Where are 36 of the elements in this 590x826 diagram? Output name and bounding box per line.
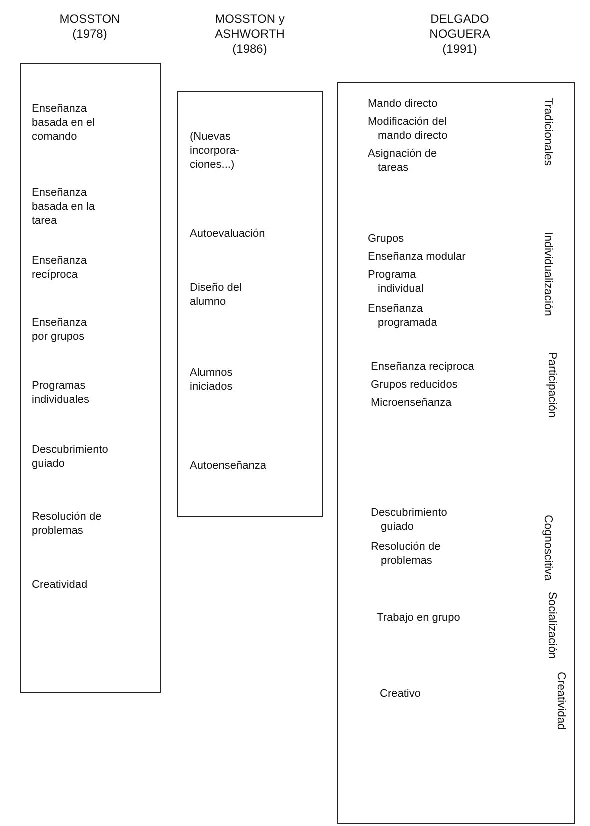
list-item: Descubrimiento guiado [32,443,110,471]
list-item: Programas individuales [32,379,90,407]
list-item: Alumnos iniciados [190,366,234,394]
column-heading: MOSSTON y ASHWORTH (1986) [214,12,286,57]
list-item: Creatividad [32,578,89,592]
list-item: Diseño del alumno [190,281,243,309]
list-item: Resolución de problemas [371,540,442,568]
list-item: Creativo [380,687,422,701]
category-label: Individualización [541,232,555,316]
list-item: (Nuevas incorpora- ciones...) [190,130,241,172]
column-heading: MOSSTON (1978) [58,12,122,42]
category-label: Creatividad [554,672,568,730]
column-heading: DELGADO NOGUERA (1991) [428,12,492,57]
list-item: Autoenseñanza [190,459,268,473]
list-item: Trabajo en grupo [377,611,462,625]
category-label: Socialización [545,592,559,660]
list-item: Enseñanza programada [368,302,438,330]
list-item: Enseñanza por grupos [32,316,88,344]
list-item: Resolución de problemas [32,510,103,538]
list-item: Grupos reducidos [371,378,459,392]
list-item: Enseñanza basada en la tarea [32,186,96,228]
list-item: Asignación de tareas [368,147,438,175]
list-item: Enseñanza basada en el comando [32,102,96,144]
list-item: Enseñanza recíproca [32,254,88,282]
list-item: Autoevaluación [190,227,266,241]
list-item: Grupos [368,232,406,246]
category-label: Cognoscitiva [541,515,555,581]
list-item: Mando directo [368,97,439,111]
list-item: Enseñanza reciproca [371,360,476,374]
list-item: Descubrimiento guiado [371,506,448,534]
category-label: Tradicionales [541,98,555,166]
category-label: Participación [545,352,559,418]
list-item: Enseñanza modular [368,250,467,264]
list-item: Programa individual [368,268,425,296]
list-item: Modificación del mando directo [368,115,449,143]
list-item: Microenseñanza [371,396,453,410]
